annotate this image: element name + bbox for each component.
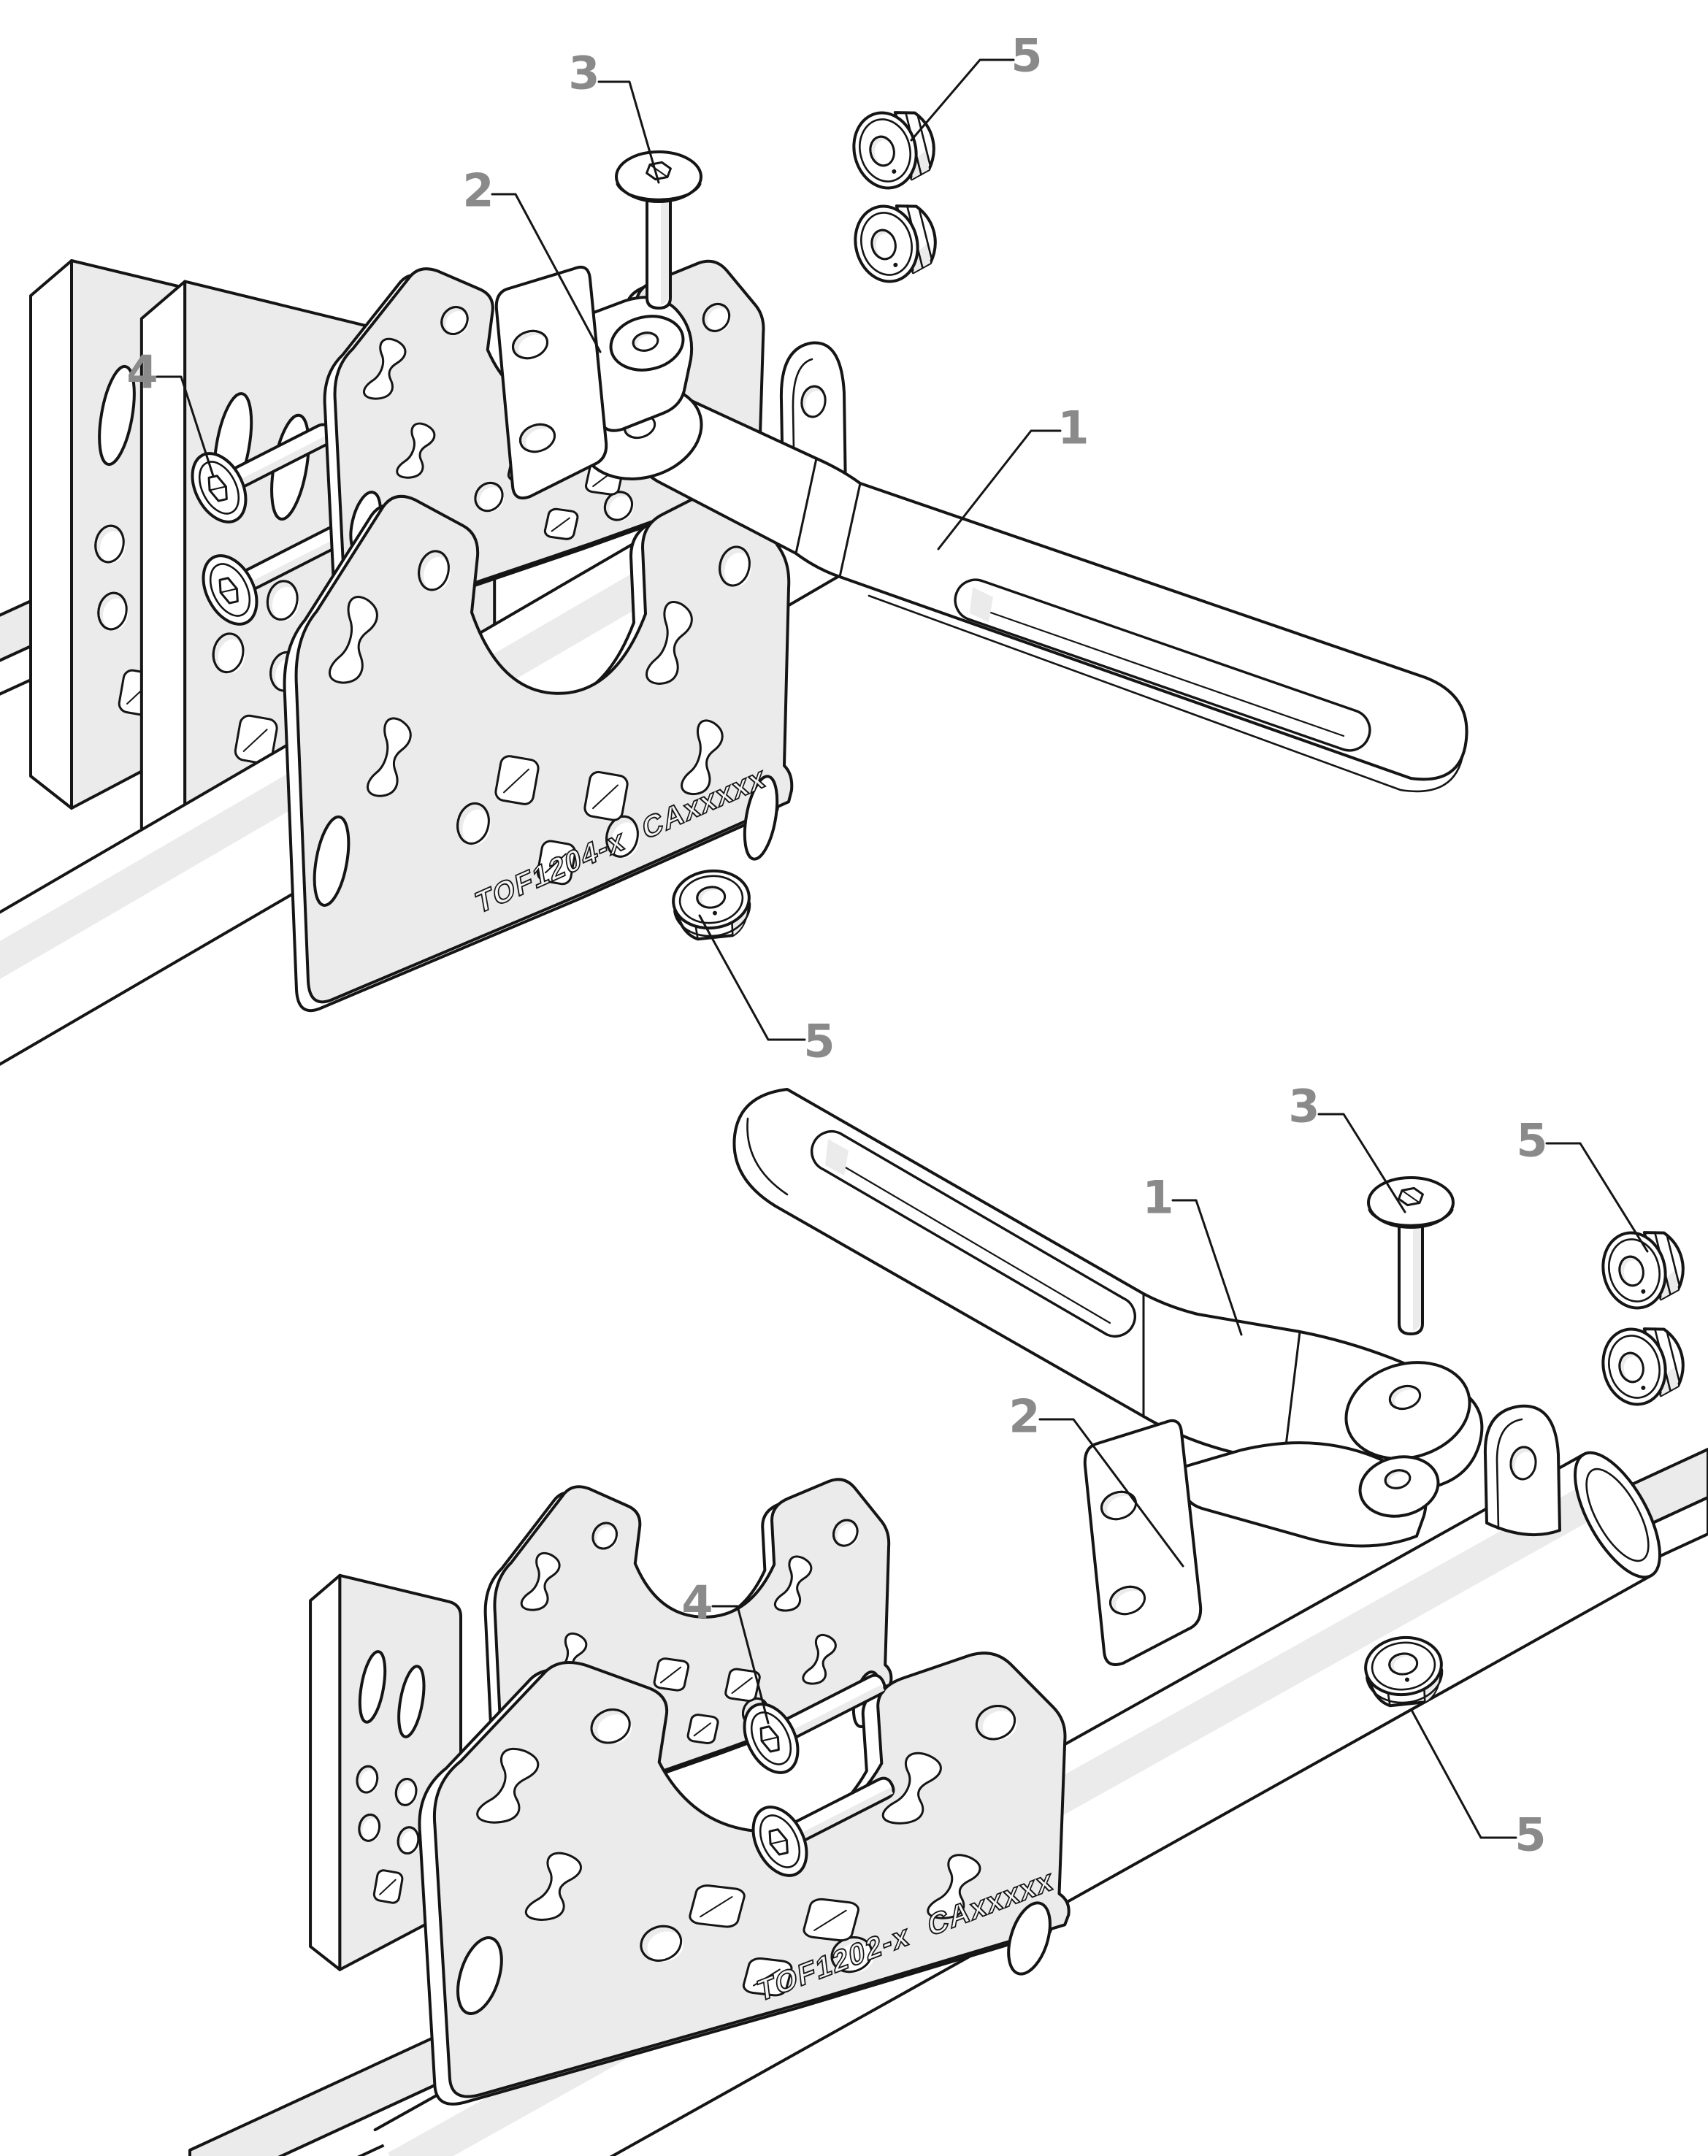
bean-slot-cutout xyxy=(475,1747,543,1827)
saddle-bracket xyxy=(285,486,792,1010)
weld-lug xyxy=(1485,1406,1560,1535)
saddle-bracket xyxy=(419,1653,1068,2104)
bean-slot-cutout xyxy=(366,716,415,800)
callout-4: 4 xyxy=(126,346,215,477)
callout-leader-line xyxy=(597,80,660,184)
countersunk-screw xyxy=(182,398,348,531)
bean-slot-cutout xyxy=(880,1752,946,1827)
callout-number: 1 xyxy=(1057,402,1089,455)
callout-leader-line xyxy=(1171,1199,1243,1336)
callout-leader-line xyxy=(937,429,1062,550)
flange-nut xyxy=(848,195,943,288)
callout-leader-line xyxy=(698,914,806,1041)
callout-number: 2 xyxy=(1008,1390,1040,1443)
callout-1: 1 xyxy=(1142,1171,1243,1336)
bean-slot-cutout xyxy=(645,600,696,688)
callout-number: 5 xyxy=(803,1015,835,1068)
callout-2: 2 xyxy=(462,164,602,353)
countersunk-screw xyxy=(743,1752,908,1884)
button-head-screw xyxy=(1368,1178,1453,1334)
callout-leader-line xyxy=(156,375,215,477)
bean-slot-cutout xyxy=(362,337,409,402)
callout-leader-line xyxy=(1411,1710,1517,1839)
callout-number: 2 xyxy=(462,164,494,218)
bean-slot-cutout xyxy=(802,1634,839,1687)
callout-4: 4 xyxy=(681,1576,770,1725)
bean-slot-cutout xyxy=(327,594,381,687)
callout-leader-line xyxy=(1317,1113,1406,1213)
flange-nut xyxy=(670,867,753,941)
callout-number: 5 xyxy=(1514,1808,1546,1862)
bean-slot-cutout xyxy=(520,1551,563,1613)
callout-1: 1 xyxy=(937,402,1089,550)
countersunk-screw xyxy=(193,500,359,633)
countersunk-screw xyxy=(734,1649,900,1781)
callout-5: 5 xyxy=(910,29,1043,142)
callout-number: 5 xyxy=(1516,1114,1547,1167)
callout-number: 3 xyxy=(568,47,600,100)
callout-3: 3 xyxy=(568,47,660,184)
adjustment-arm xyxy=(734,1089,1482,1489)
button-head-screw xyxy=(616,152,701,308)
callout-leader-line xyxy=(711,1605,770,1725)
callout-leader-line xyxy=(1545,1142,1649,1253)
callout-5: 5 xyxy=(698,914,835,1068)
callout-leader-line xyxy=(910,58,1015,142)
callout-leader-line xyxy=(1038,1418,1184,1568)
bean-slot-cutout xyxy=(680,718,726,798)
bean-slot-cutout xyxy=(524,1852,586,1924)
callout-2: 2 xyxy=(1008,1390,1184,1568)
callout-number: 5 xyxy=(1011,29,1042,83)
callout-number: 1 xyxy=(1142,1171,1173,1224)
flange-nut xyxy=(1363,1634,1445,1708)
bean-slot-cutout xyxy=(925,1853,984,1922)
callout-3: 3 xyxy=(1288,1080,1406,1213)
callout-leader-line xyxy=(491,193,602,353)
callout-number: 4 xyxy=(681,1576,713,1630)
flange-nut xyxy=(1596,1221,1691,1314)
bean-slot-cutout xyxy=(773,1555,814,1614)
callout-5: 5 xyxy=(1411,1710,1547,1862)
flange-nut xyxy=(846,101,942,194)
mounting-clamp xyxy=(497,267,692,498)
callout-number: 4 xyxy=(126,346,158,399)
mounting-clamp xyxy=(1085,1421,1444,1665)
bean-slot-cutout xyxy=(395,422,437,480)
flange-nut xyxy=(1596,1318,1691,1411)
angle-bracket xyxy=(310,1576,461,1970)
callout-5: 5 xyxy=(1516,1114,1649,1253)
callout-number: 3 xyxy=(1288,1080,1320,1133)
